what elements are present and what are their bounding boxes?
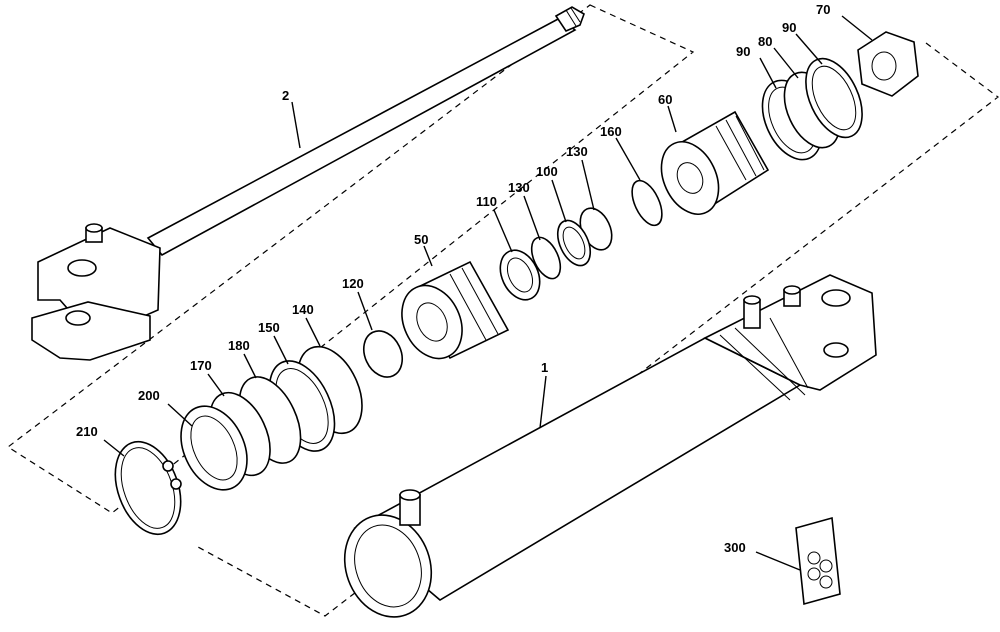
callout-120: 120 [342,276,364,291]
seals-100-110-130 [499,207,613,301]
callout-70: 70 [816,2,830,17]
rod-group-outline [6,4,695,514]
callout-200: 200 [138,388,160,403]
leader-lines [103,15,873,571]
callout-150: 150 [258,320,280,335]
callout-140: 140 [292,302,314,317]
callout-1: 1 [541,360,548,375]
seals-140-200 [180,345,363,491]
snap-ring-210 [114,440,182,536]
callout-180: 180 [228,338,250,353]
piston-50 [401,260,510,360]
callout-2: 2 [282,88,289,103]
barrel-group-outline [197,42,999,617]
piston-rod [31,6,585,361]
callout-100: 100 [536,164,558,179]
callout-90: 90 [736,44,750,59]
rings-80-90 [761,57,863,161]
callout-50: 50 [414,232,428,247]
callout-80: 80 [758,34,772,49]
callout-90: 90 [782,20,796,35]
callout-160: 160 [600,124,622,139]
callout-210: 210 [76,424,98,439]
callout-130: 130 [566,144,588,159]
bushing-120 [362,330,404,378]
callout-110: 110 [476,194,497,209]
callout-300: 300 [724,540,746,555]
callout-labels: 2 70 90 80 90 60 160 130 100 130 110 50 … [76,2,830,555]
gland-60 [660,110,770,215]
cylinder-barrel [343,274,877,618]
callout-60: 60 [658,92,672,107]
seal-kit-300 [795,516,841,606]
ring-160 [631,179,663,227]
callout-170: 170 [190,358,212,373]
nut-70 [857,31,919,97]
callout-130: 130 [508,180,530,195]
